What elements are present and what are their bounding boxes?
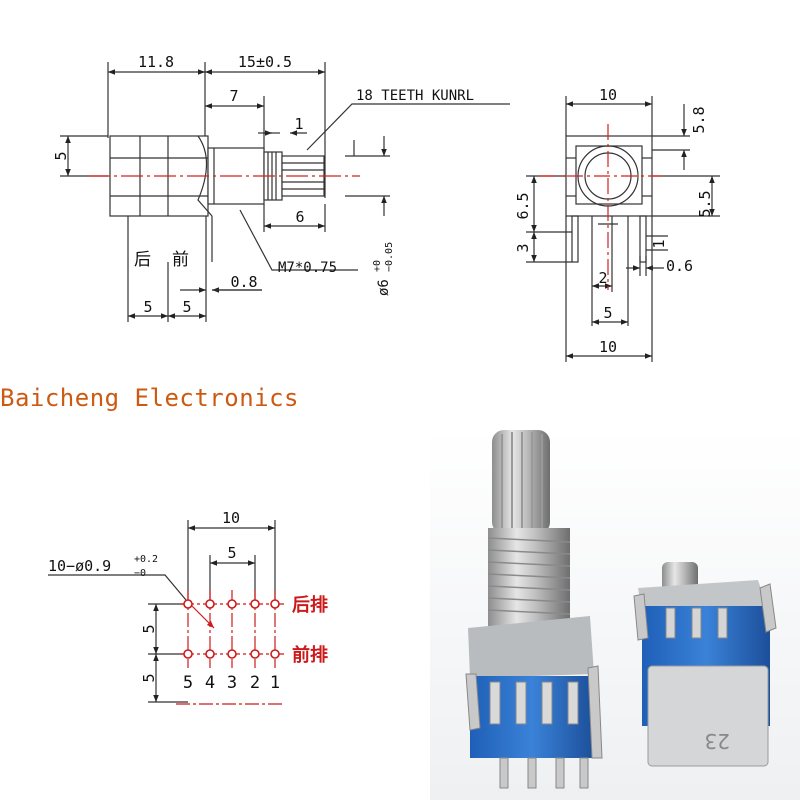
pin-number: 3 [227, 673, 237, 693]
pin-number: 4 [205, 673, 215, 693]
dim-pin-pitch-a: 5 [143, 298, 152, 316]
dim-height-left: 6.5 [514, 192, 532, 219]
pin-number: 1 [270, 673, 280, 693]
label-back: 后 [134, 250, 151, 270]
dim-height-right: 5.5 [696, 190, 714, 217]
pcb-labels: 10 5 10−ø0.9 +0.2 −0 5 5 后排 前排 5 4 3 2 1 [48, 509, 328, 693]
label-shaft-diameter: ø6 +0 −0.05 [372, 242, 395, 296]
pcb-hole [183, 599, 193, 609]
label-front: 前 [172, 250, 189, 270]
pcb-hole [227, 649, 237, 659]
dim-pin-span: 5 [603, 304, 612, 322]
dim-pcb-width: 10 [222, 509, 240, 527]
dim-top-offset: 5.8 [690, 106, 708, 133]
front-view-centerlines [540, 124, 662, 290]
part-marking: 23 [705, 729, 730, 753]
pin-number: 2 [250, 673, 260, 693]
potentiometer-front-illustration [465, 430, 603, 789]
hole-spec-tol-upper: +0.2 [134, 554, 158, 565]
pcb-hole [205, 649, 215, 659]
dim-pin-offset: 0.8 [230, 273, 257, 291]
label-front-row: 前排 [292, 644, 328, 666]
pcb-holes [183, 599, 280, 659]
dim-thread-length: 7 [229, 87, 238, 105]
dim-pin-height: 3 [514, 243, 532, 252]
dim-shaft-length: 15±0.5 [238, 53, 292, 71]
dim-body-width: 11.8 [138, 53, 174, 71]
label-back-row: 后排 [292, 594, 328, 616]
hole-spec-tol-lower: −0 [134, 568, 146, 579]
dim-bottom-width: 10 [599, 338, 617, 356]
pcb-hole [250, 599, 260, 609]
dim-pin-width: 0.6 [666, 257, 693, 275]
shaft-dia-base: ø6 [376, 279, 392, 296]
dim-knurl-gap: 1 [294, 115, 303, 133]
pcb-hole [250, 649, 260, 659]
dim-pcb-pitch: 5 [227, 544, 236, 562]
product-photo: 23 [430, 428, 800, 800]
pcb-hole [270, 599, 280, 609]
hole-spec-base: 10−ø0.9 [48, 557, 111, 575]
pcb-hole [270, 649, 280, 659]
dim-row-a: 5 [140, 624, 158, 633]
pcb-layout-drawing [48, 520, 276, 703]
shaft-dia-tol-upper: +0 [372, 260, 383, 272]
dim-row-b: 5 [140, 673, 158, 682]
pin-number: 5 [183, 673, 193, 693]
shaft-dia-tol-lower: −0.05 [384, 242, 395, 272]
label-thread: M7*0.75 [278, 260, 337, 276]
front-view-drawing [526, 96, 720, 362]
side-view-labels: 11.8 15±0.5 7 1 6 5 18 TEETH KUNRL M7*0.… [52, 53, 474, 316]
dim-knurl-length: 6 [295, 208, 304, 226]
pcb-hole [227, 599, 237, 609]
dim-pin-spacing: 2 [598, 269, 607, 287]
potentiometer-rear-illustration: 23 [633, 562, 777, 767]
front-view-labels: 10 5.8 5.5 6.5 3 1 0.6 2 5 10 [514, 86, 714, 356]
dim-pin-pitch-b: 5 [182, 298, 191, 316]
label-knurl: 18 TEETH KUNRL [356, 88, 474, 104]
pcb-hole [183, 649, 193, 659]
pcb-hole [205, 599, 215, 609]
dim-height: 5 [52, 151, 70, 160]
dim-top-width: 10 [599, 86, 617, 104]
brand-name: Baicheng Electronics [0, 384, 299, 412]
dim-pin-gap: 1 [650, 239, 668, 248]
